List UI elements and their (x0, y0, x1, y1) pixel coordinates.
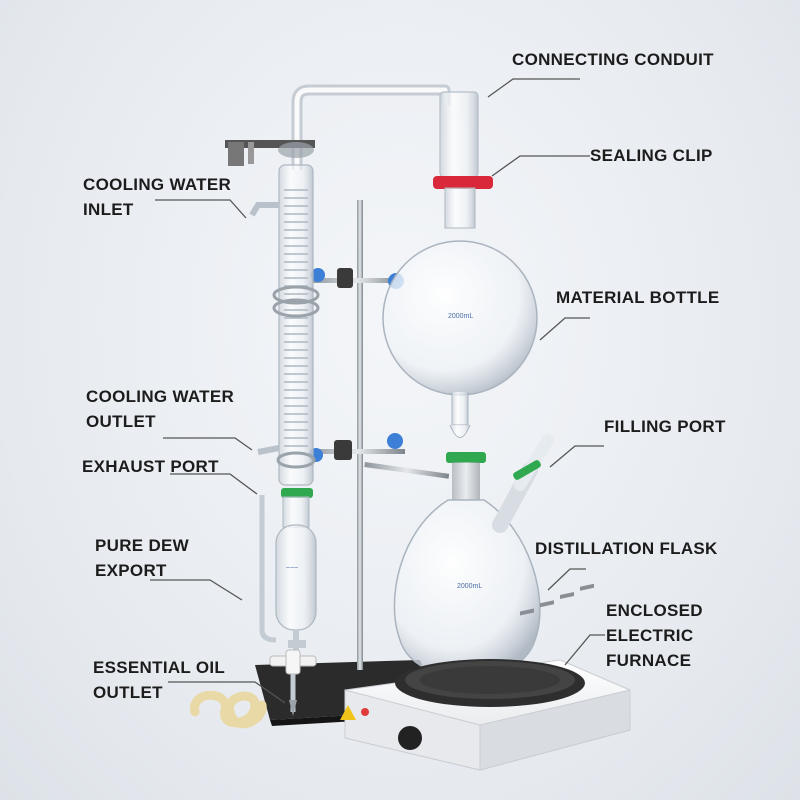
red-clip (433, 176, 493, 189)
label-line: EXPORT (95, 561, 167, 580)
label-distillation-flask: DISTILLATION FLASK (535, 539, 718, 558)
label-line: FURNACE (606, 651, 692, 670)
label-line: ENCLOSED (606, 601, 703, 620)
electric-furnace (340, 583, 631, 771)
volume-mark-top: 2000mL (448, 313, 473, 320)
label-essential-oil-outlet: ESSENTIAL OIL OUTLET (93, 655, 225, 705)
label-line: OUTLET (93, 683, 163, 702)
leader-essential-oil-outlet (168, 681, 286, 704)
leader-lines (150, 78, 605, 704)
distillation-flask-glass: 2000mL (393, 434, 554, 679)
leader-cooling-water-inlet (155, 199, 247, 219)
label-connecting-conduit: CONNECTING CONDUIT (512, 50, 714, 69)
leader-filling-port (549, 445, 604, 468)
label-enclosed-electric-furnace: ENCLOSED ELECTRIC FURNACE (606, 598, 703, 673)
knob-icon (387, 433, 403, 449)
volume-mark-bottom: 2000mL (457, 583, 482, 590)
separator-receiver: ~~~ (259, 495, 317, 716)
lower-clamp (309, 433, 450, 479)
label-line: PURE DEW (95, 536, 190, 555)
svg-text:~~~: ~~~ (286, 565, 298, 572)
leader-pure-dew-export (150, 579, 243, 601)
leader-enclosed-electric-furnace (564, 634, 605, 666)
leader-sealing-clip (491, 155, 590, 177)
rubber-tubing (190, 690, 267, 729)
green-clip (281, 488, 313, 498)
green-clip (446, 452, 486, 463)
label-line: ELECTRIC (606, 626, 694, 645)
label-line: ESSENTIAL OIL (93, 658, 226, 677)
label-material-bottle: MATERIAL BOTTLE (556, 288, 720, 307)
connecting-conduit (291, 84, 479, 178)
label-line: OUTLET (86, 412, 156, 431)
knob-icon (311, 268, 325, 282)
leader-exhaust-port (170, 473, 258, 495)
label-line: INLET (83, 200, 134, 219)
leader-distillation-flask (547, 568, 586, 591)
label-line: COOLING WATER (83, 175, 232, 194)
label-sealing-clip: SEALING CLIP (590, 146, 713, 165)
leader-cooling-water-outlet (163, 437, 253, 451)
condenser (249, 164, 320, 486)
condenser-top-clamp (225, 140, 315, 166)
label-exhaust-port: EXHAUST PORT (82, 457, 219, 476)
label-line: COOLING WATER (86, 387, 235, 406)
label-cooling-water-inlet: COOLING WATER INLET (83, 172, 231, 222)
label-pure-dew-export: PURE DEW EXPORT (95, 533, 189, 583)
label-filling-port: FILLING PORT (604, 417, 726, 436)
leader-connecting-conduit (487, 78, 580, 98)
leader-material-bottle (539, 317, 590, 341)
label-cooling-water-outlet: COOLING WATER OUTLET (86, 384, 234, 434)
material-bottle-glass: 2000mL (382, 187, 538, 438)
stand-rod (357, 200, 363, 670)
furnace-knob-icon (398, 726, 422, 750)
